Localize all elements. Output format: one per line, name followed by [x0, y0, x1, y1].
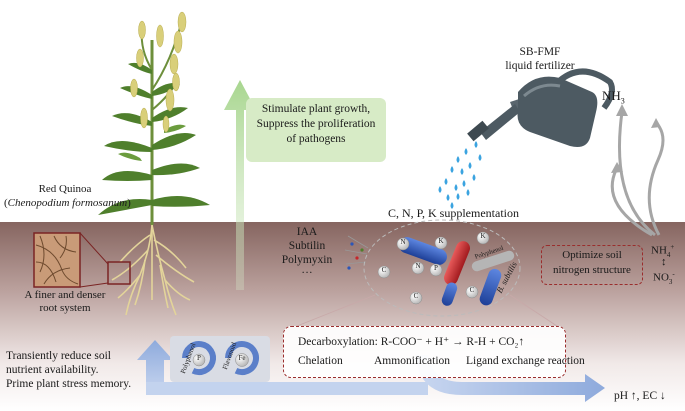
droplet-8	[462, 180, 466, 187]
chelate-fe-label: Fe	[238, 354, 246, 362]
microbe-zone	[363, 219, 521, 317]
ammonium-label: NH4+	[651, 243, 675, 259]
droplet-10	[444, 178, 448, 185]
stimulate-line3: of pathogens	[286, 133, 346, 145]
chelation-label: Chelation	[298, 355, 343, 367]
ph-ec-label: pH ↑, EC ↓	[614, 390, 666, 402]
compound-more: ···	[301, 267, 313, 279]
droplet-1	[464, 148, 468, 155]
stimulate-line2: Suppress the proliferation	[256, 118, 376, 130]
reactions-box	[283, 326, 566, 378]
ball-p-center: P	[434, 264, 438, 272]
nitrogen-exchange-arrow: ↕	[661, 256, 667, 268]
chelate-p-label: P	[197, 354, 201, 362]
nitrogen-box	[541, 245, 643, 285]
ammonification-label: Ammonification	[374, 355, 451, 367]
droplet-12	[456, 193, 460, 200]
droplet-13	[446, 194, 450, 201]
droplet-14	[438, 186, 442, 193]
flow-band-left	[146, 382, 428, 395]
stress-line2: nutrient availability.	[6, 364, 99, 376]
stimulate-box	[246, 98, 386, 162]
stress-line1: Transiently reduce soil	[6, 350, 111, 362]
root-inset	[33, 232, 81, 288]
stress-arrow	[137, 340, 173, 395]
ammonia-label: NH3	[602, 88, 625, 106]
nitrogen-box-line1: Optimize soil	[562, 249, 622, 261]
compound-iaa: IAA	[296, 226, 318, 238]
ph-arrow	[416, 355, 605, 402]
ball-k-right: K	[480, 232, 486, 240]
supplementation-label: C, N, P, K supplementation	[388, 206, 519, 220]
plant-name: Red Quinoa	[38, 183, 92, 195]
ligand-exchange-label: Ligand exchange reaction	[466, 355, 585, 367]
growth-arrow	[224, 80, 256, 290]
soil-layer	[0, 222, 685, 411]
watering-can-icon	[467, 68, 615, 147]
ammonia-arrows	[610, 111, 665, 237]
chelate-panel	[170, 336, 270, 382]
droplet-3	[478, 154, 482, 161]
nitrate-label: NO3-	[653, 270, 675, 286]
stimulate-line1: Stimulate plant growth,	[261, 103, 371, 115]
fertilizer-name: SB-FMF	[519, 46, 561, 58]
droplet-11	[466, 189, 470, 196]
nitrogen-box-line2: nitrogen structure	[553, 264, 631, 276]
droplet-4	[468, 162, 472, 169]
droplet-5	[460, 168, 464, 175]
droplet-7	[472, 174, 476, 181]
droplet-2	[456, 156, 460, 163]
water-droplets	[438, 141, 482, 209]
ball-c-right: C	[469, 286, 475, 294]
ball-c-left: C	[381, 266, 387, 274]
compound-polymyxin: Polymyxin	[281, 254, 333, 266]
quinoa-plant-icon	[98, 11, 210, 225]
plant-species: (Chenopodium formosanum)	[4, 197, 131, 209]
nutrient-balls	[377, 231, 490, 305]
droplet-6	[450, 166, 454, 173]
decarboxylation-reaction: Decarboxylation: R-COO⁻ + H⁺ → R-H + CO₂…	[298, 336, 525, 348]
secreted-compounds-icon	[344, 235, 369, 270]
stress-line3: Prime plant stress memory.	[6, 378, 132, 390]
ball-n-center: N	[415, 262, 421, 270]
root-caption-line1: A finer and denser	[24, 289, 106, 301]
droplet-15	[450, 202, 454, 209]
ball-k-mid: K	[438, 237, 444, 245]
ball-n-top: N	[400, 238, 406, 246]
fertilizer-type: liquid fertilizer	[505, 60, 575, 72]
compound-subtilin: Subtilin	[288, 240, 326, 252]
root-caption-line2: root system	[39, 302, 91, 314]
droplet-9	[454, 184, 458, 191]
ball-c-bottom: C	[413, 292, 419, 300]
root-zoom-marker	[107, 261, 131, 285]
bacteria-icons	[399, 237, 515, 306]
droplet-0	[474, 141, 478, 148]
